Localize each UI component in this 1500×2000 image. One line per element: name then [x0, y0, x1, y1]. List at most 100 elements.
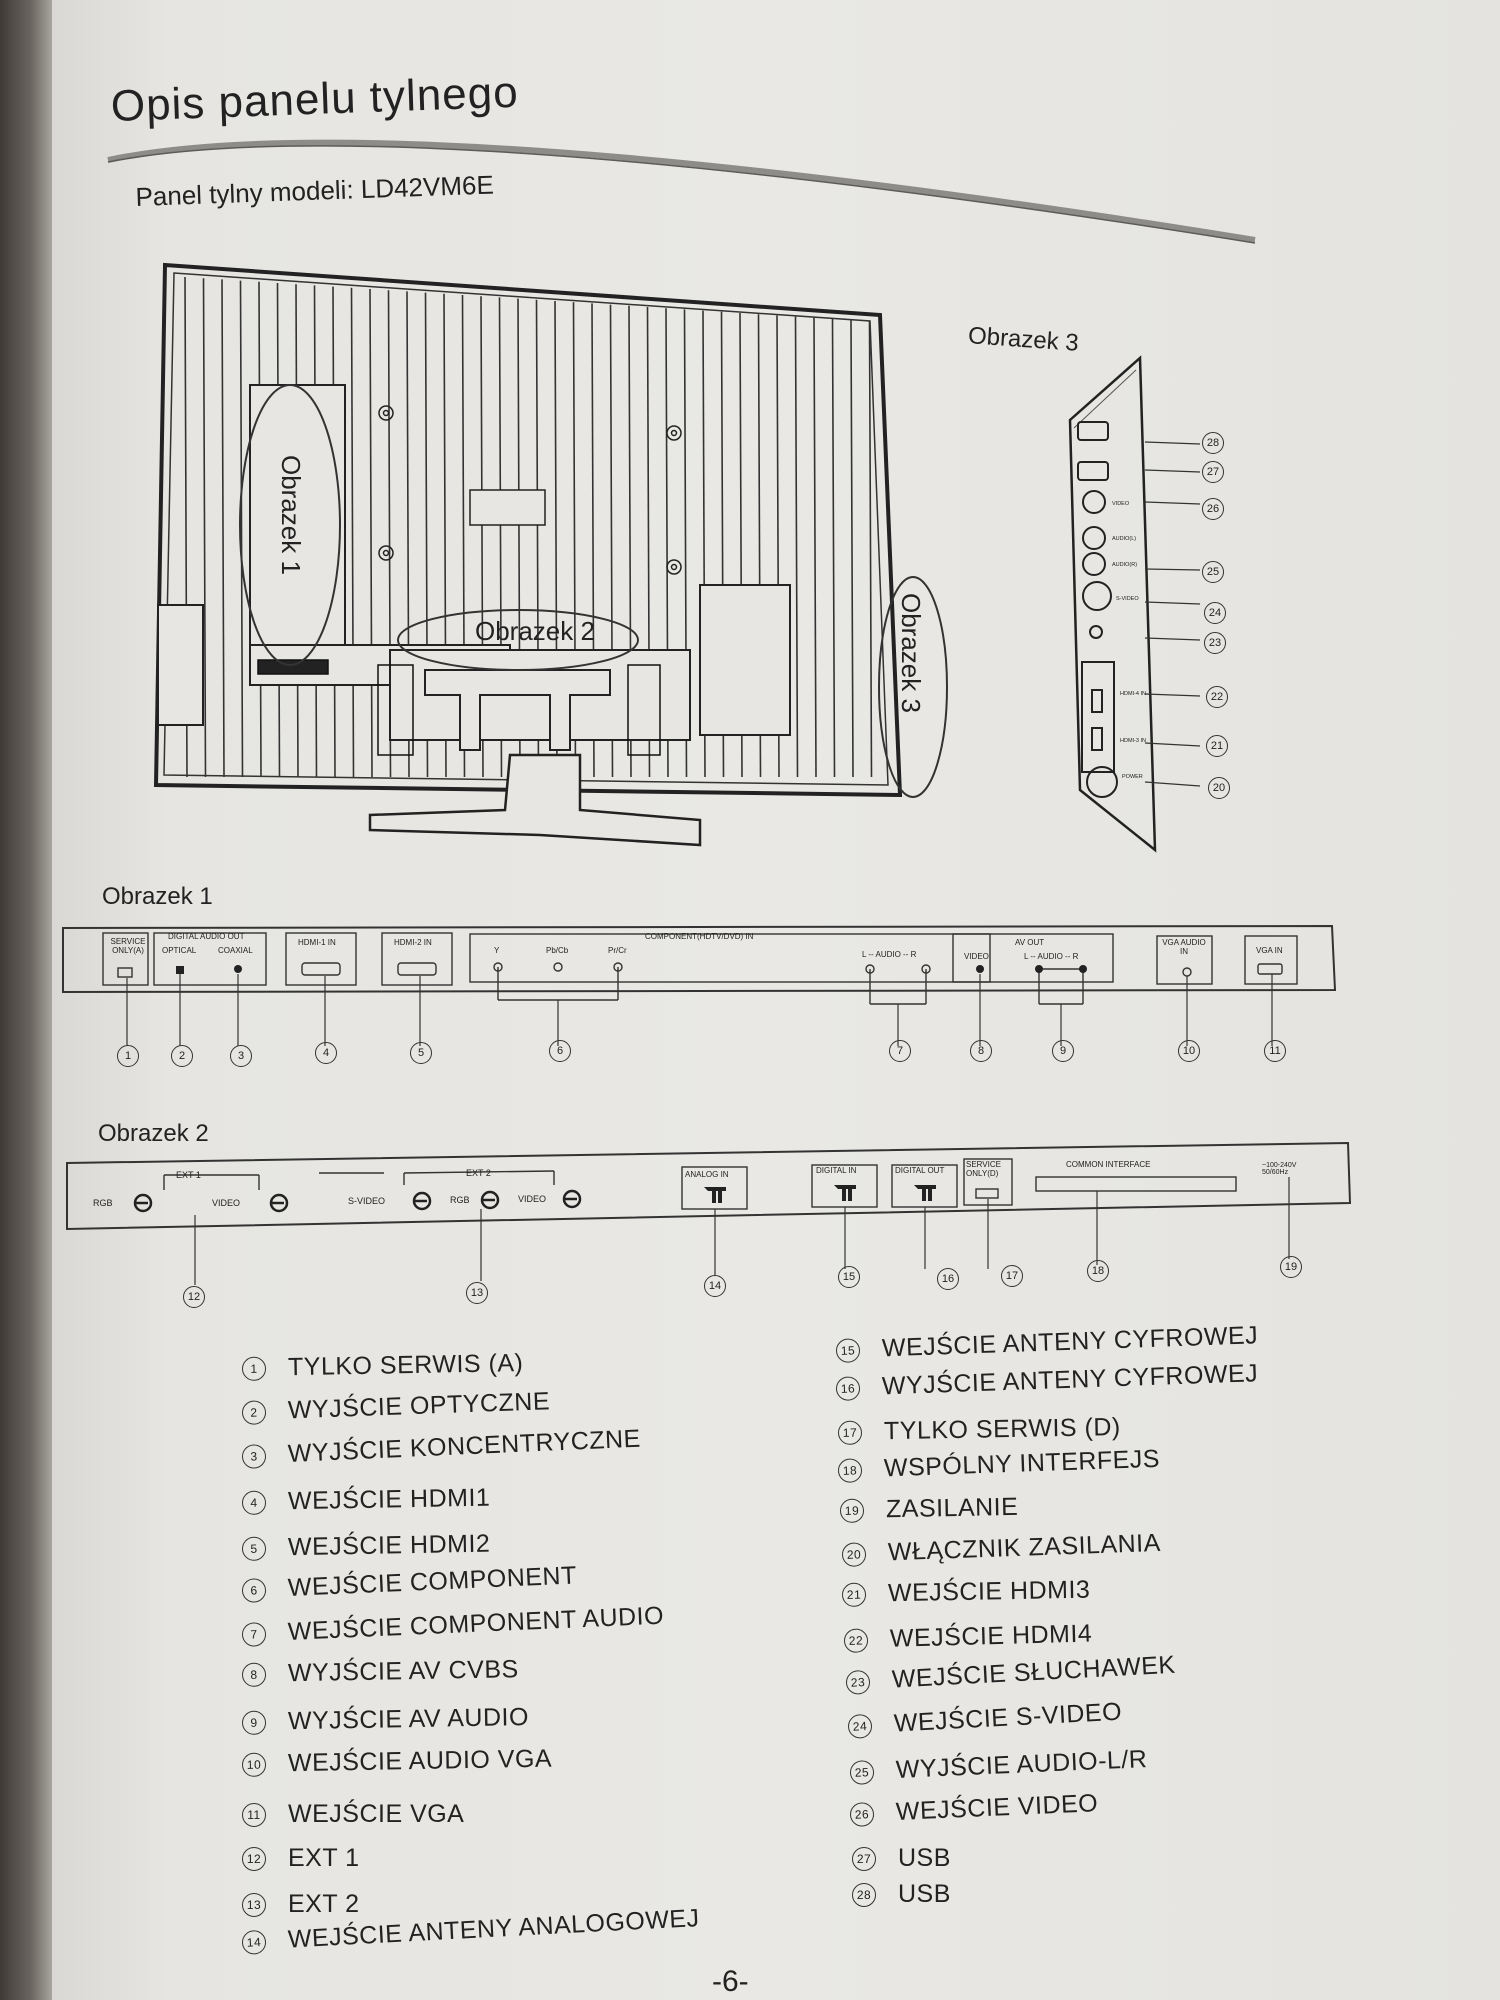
callout-26: 26	[1202, 498, 1224, 520]
callout-25: 25	[1202, 561, 1224, 583]
p1-digital-audio-out-label: DIGITAL AUDIO OUT	[168, 932, 245, 941]
callout-2: 2	[171, 1045, 193, 1067]
p3-video-label: VIDEO	[1112, 501, 1130, 507]
legend-number: 11	[242, 1802, 266, 1827]
legend-label: WEJŚCIE HDMI1	[287, 1483, 491, 1516]
p2-ext1-label: EXT 1	[176, 1170, 201, 1180]
tv-rear-drawing: Obrazek 1 Obrazek 2 Obrazek 3	[153, 262, 948, 847]
legend-number: 18	[837, 1457, 863, 1483]
fig3-overlay-label: Obrazek 3	[896, 593, 926, 713]
legend-label: USB	[898, 1880, 951, 1908]
legend-number: 5	[241, 1536, 267, 1561]
callout-15: 15	[838, 1266, 860, 1288]
legend-number: 10	[241, 1752, 267, 1777]
p2-analog-in-label: ANALOG IN	[685, 1170, 729, 1179]
legend-label: TYLKO SERWIS (D)	[883, 1413, 1121, 1446]
legend-right-item: 28 USB	[852, 1880, 951, 1909]
legend-label: WEJŚCIE HDMI4	[889, 1619, 1093, 1653]
legend-label: ZASILANIE	[885, 1492, 1019, 1524]
legend-number: 23	[845, 1669, 871, 1695]
callout-9: 9	[1052, 1040, 1074, 1062]
legend-label: EXT 1	[288, 1844, 360, 1872]
callout-16: 16	[937, 1268, 959, 1290]
legend-number: 17	[837, 1420, 863, 1445]
panel-1-drawing	[62, 924, 1337, 1046]
p3-audio-l-label: AUDIO(L)	[1112, 536, 1136, 542]
p3-hdmi4-label: HDMI-4 IN	[1120, 691, 1146, 697]
legend-label: WEJŚCIE HDMI2	[287, 1529, 491, 1562]
p3-power-label: POWER	[1122, 774, 1143, 780]
p2-power-label: ~100-240V 50/60Hz	[1262, 1162, 1297, 1176]
legend-label: TYLKO SERWIS (A)	[287, 1349, 524, 1382]
p1-av-out-label: AV OUT	[1015, 938, 1045, 947]
p1-optical-label: OPTICAL	[162, 946, 197, 955]
p2-ext2-label: EXT 2	[466, 1168, 491, 1178]
p1-service-label: SERVICE ONLY(A)	[110, 937, 146, 955]
callout-3: 3	[230, 1045, 252, 1067]
callout-18: 18	[1087, 1260, 1109, 1282]
legend-left-item: 12 EXT 1	[242, 1844, 360, 1873]
legend-number: 28	[852, 1882, 876, 1907]
legend-number: 12	[242, 1846, 266, 1871]
legend-number: 26	[849, 1801, 875, 1827]
figure-1-label: Obrazek 1	[102, 883, 213, 910]
p2-rgb1-label: RGB	[93, 1198, 113, 1208]
p2-svideo-label: S-VIDEO	[348, 1196, 386, 1206]
p1-av-audio-label: L -- AUDIO -- R	[1024, 952, 1079, 961]
book-gutter-shadow	[0, 0, 52, 2000]
callout-24: 24	[1204, 602, 1226, 624]
legend-number: 20	[841, 1541, 867, 1567]
callout-14: 14	[704, 1275, 726, 1297]
legend-left-item: 5 WEJŚCIE HDMI2	[241, 1529, 491, 1563]
p3-hdmi3-label: HDMI-3 IN	[1120, 738, 1146, 744]
p3-audio-r-label: AUDIO(R)	[1112, 562, 1137, 568]
callout-23: 23	[1204, 632, 1226, 654]
p2-common-interface-label: COMMON INTERFACE	[1066, 1160, 1151, 1169]
manual-page	[52, 0, 1500, 2000]
callout-10: 10	[1178, 1040, 1200, 1062]
callout-4: 4	[315, 1042, 337, 1064]
callout-5: 5	[410, 1042, 432, 1064]
legend-left-item: 11 WEJŚCIE VGA	[242, 1800, 464, 1829]
callout-20: 20	[1208, 777, 1230, 799]
p2-rgb2-label: RGB	[450, 1195, 470, 1205]
p2-service-d-label: SERVICE ONLY(D)	[966, 1160, 1001, 1178]
callout-27: 27	[1202, 461, 1224, 483]
header-rule	[107, 139, 1256, 244]
side-panel-drawing: VIDEO AUDIO(L) AUDIO(R) S-VIDEO HDMI-4 I…	[1068, 355, 1201, 853]
p1-pbcb-label: Pb/Cb	[546, 946, 569, 955]
p1-component-label: COMPONENT(HDTV/DVD) IN	[645, 932, 754, 941]
p3-svideo-label: S-VIDEO	[1116, 596, 1139, 602]
callout-21: 21	[1206, 735, 1228, 757]
legend-label: WYJŚCIE AV AUDIO	[287, 1702, 530, 1736]
callout-28: 28	[1202, 432, 1224, 454]
p1-prcr-label: Pr/Cr	[608, 946, 627, 955]
legend-label: EXT 2	[288, 1890, 360, 1918]
p1-hdmi2-label: HDMI-2 IN	[394, 938, 432, 947]
p1-y-label: Y	[494, 946, 500, 955]
legend-number: 14	[241, 1929, 267, 1955]
legend-label: WYJŚCIE AV CVBS	[287, 1655, 519, 1688]
figure-2-label: Obrazek 2	[98, 1120, 209, 1147]
p2-video2-label: VIDEO	[518, 1194, 547, 1204]
legend-label: WEJŚCIE VGA	[288, 1800, 465, 1828]
p1-video-label: VIDEO	[964, 952, 989, 961]
callout-8: 8	[970, 1040, 992, 1062]
legend-number: 15	[835, 1337, 861, 1363]
legend-label: USB	[898, 1844, 951, 1872]
legend-number: 16	[835, 1375, 861, 1401]
p1-vga-audio-label: VGA AUDIO IN	[1162, 938, 1206, 956]
callout-19: 19	[1280, 1256, 1302, 1278]
legend-number: 25	[849, 1759, 875, 1785]
panel-2-drawing	[66, 1141, 1352, 1285]
legend-right-item: 17 TYLKO SERWIS (D)	[837, 1413, 1121, 1447]
callout-13: 13	[466, 1282, 488, 1304]
legend-number: 21	[841, 1582, 867, 1607]
callout-12: 12	[183, 1286, 205, 1308]
legend-number: 7	[241, 1621, 267, 1647]
